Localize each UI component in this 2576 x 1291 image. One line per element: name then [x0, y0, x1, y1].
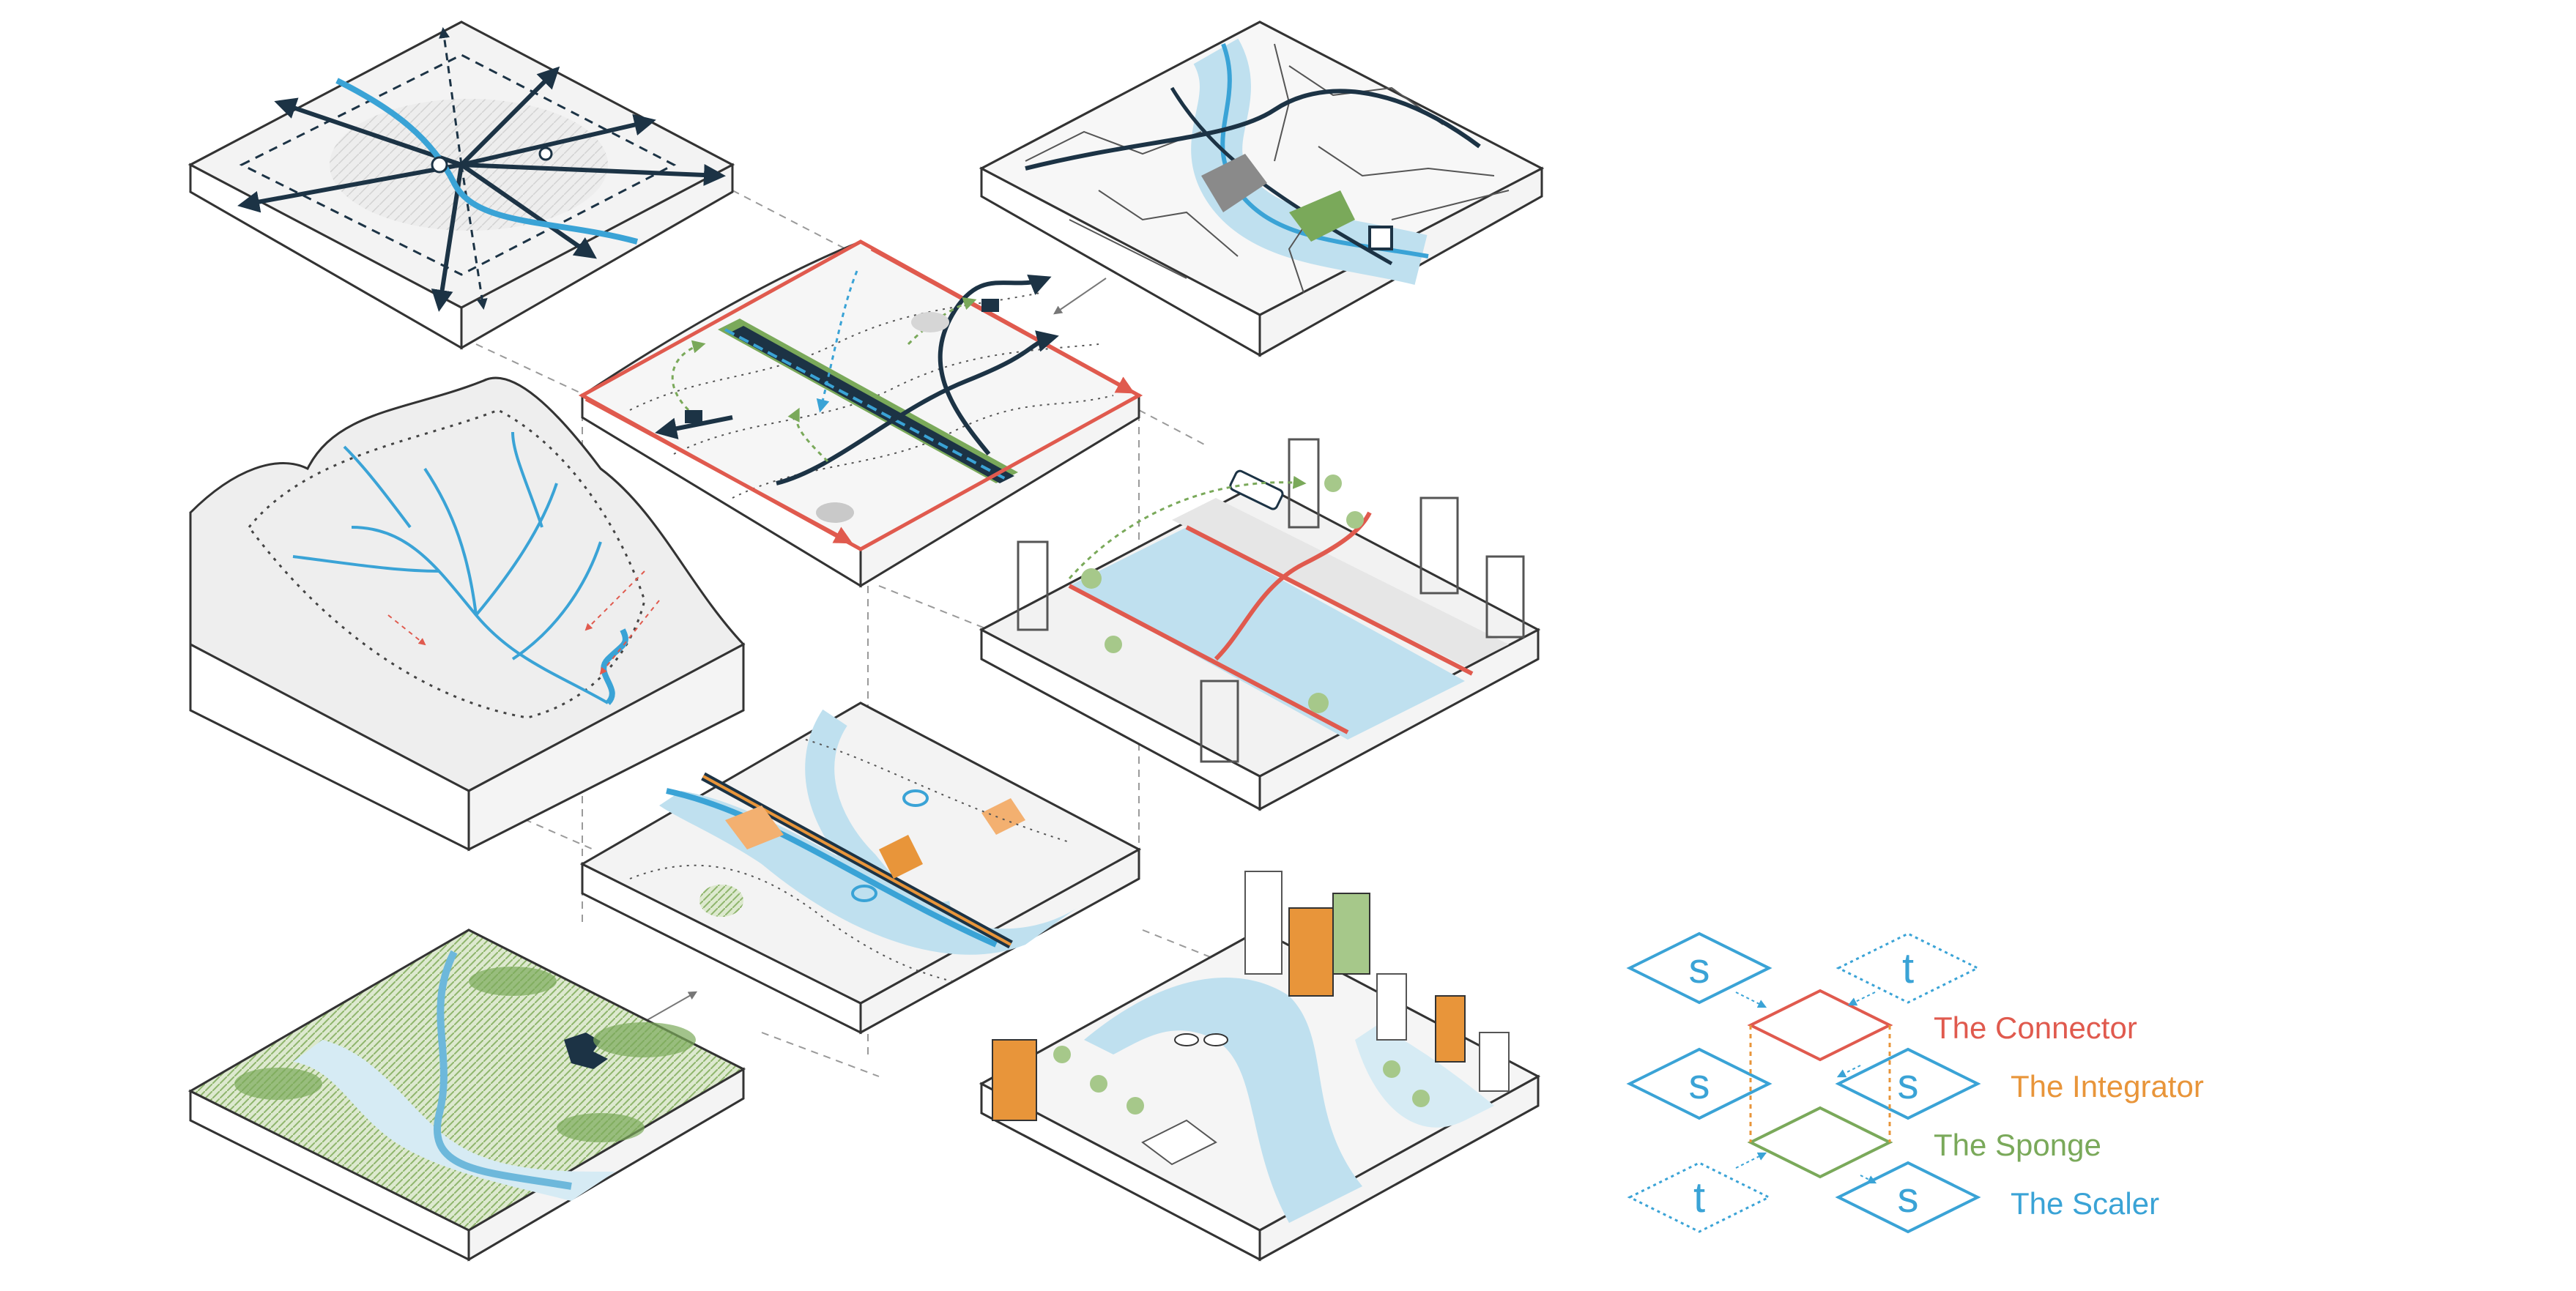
tile-letter: s — [1898, 1060, 1919, 1108]
watershed-terrain-block — [189, 376, 746, 852]
tile-letter: s — [1898, 1174, 1919, 1221]
legend-tile-s-1: s — [1626, 931, 1773, 1005]
legend-tile-s-2: s — [1626, 1047, 1773, 1120]
tile-letter: s — [1689, 945, 1710, 992]
legend-tile-s-4: s — [1835, 1161, 1981, 1234]
solid-pointer-lines — [644, 278, 1107, 1022]
legend-label-sponge: The Sponge — [1934, 1128, 2101, 1162]
legend-tile-t-2: t — [1627, 1161, 1772, 1233]
riverside-perspective-block — [979, 871, 1541, 1262]
legend: s t s s t s — [1626, 931, 2204, 1234]
river-city-map-block — [979, 21, 1545, 357]
scaler-links — [1735, 991, 1877, 1184]
legend-label-connector: The Connector — [1934, 1011, 2137, 1045]
integrator-plan-block — [579, 702, 1142, 1035]
tile-letter: t — [1902, 945, 1914, 992]
green-terrain-block — [188, 929, 746, 1262]
legend-label-integrator: The Integrator — [2011, 1069, 2204, 1104]
tile-letter: s — [1689, 1060, 1710, 1108]
street-section-block — [979, 438, 1541, 811]
legend-tile-s-3: s — [1835, 1047, 1981, 1120]
connector-tile — [1747, 989, 1893, 1062]
tile-letter: t — [1693, 1174, 1705, 1221]
legend-label-scaler: The Scaler — [2011, 1186, 2159, 1221]
sponge-tile — [1747, 1106, 1893, 1179]
integrator-links — [1749, 1025, 1891, 1142]
legend-tile-t-1: t — [1836, 932, 1981, 1004]
connector-corridor-plan-block — [578, 239, 1143, 588]
city-radial-map-block — [188, 21, 735, 350]
